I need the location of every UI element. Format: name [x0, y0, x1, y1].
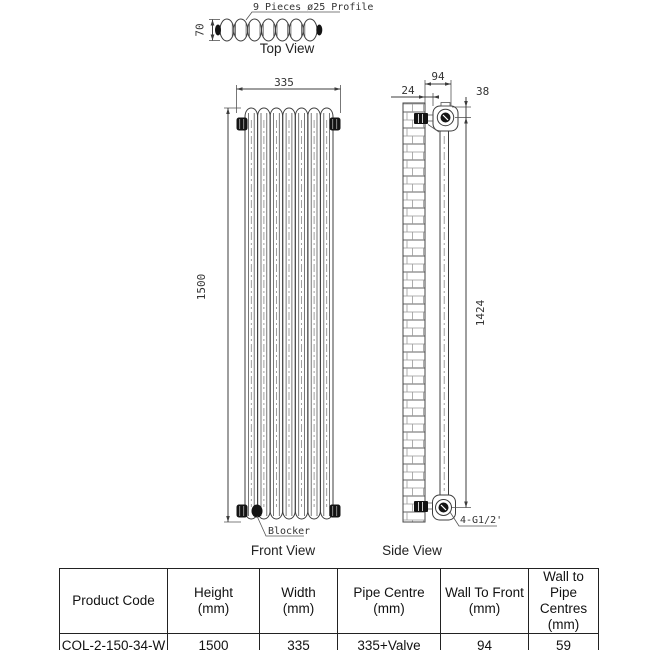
header-wall-to-front: Wall To Front(mm) — [440, 568, 529, 634]
front-cap-top-right — [329, 117, 341, 131]
front-cap-top-left — [236, 117, 248, 131]
profile-note: 9 Pieces ø25 Profile — [253, 2, 373, 13]
profile-end-cap-left — [215, 24, 221, 36]
value-pipe-centre: 335+Valve — [337, 633, 441, 650]
table-header-row: Product Code Height(mm) Width(mm) Pipe C… — [59, 568, 599, 634]
drawing-canvas: 70 9 Pieces ø25 Profile Top View 335 150… — [194, 2, 503, 558]
front-view-title: Front View — [251, 543, 316, 558]
blocker-plug — [251, 504, 263, 518]
height-dimension: 1500 — [195, 274, 208, 301]
side-view: 24 94 38 1424 4-G1/2' Side View — [382, 70, 502, 558]
profile-end-cap-right — [316, 24, 323, 36]
tapping-label: 4-G1/2' — [460, 515, 502, 526]
product-spec-table: Product Code Height(mm) Width(mm) Pipe C… — [59, 568, 599, 650]
width-dimension: 335 — [274, 76, 294, 89]
front-cap-bottom-right — [329, 504, 341, 518]
value-product-code: COL-2-150-34-W — [59, 633, 168, 650]
blocker-label: Blocker — [268, 526, 310, 537]
header-width: Width(mm) — [259, 568, 338, 634]
top-view: 70 9 Pieces ø25 Profile Top View — [194, 2, 374, 56]
wall-bracket-top — [413, 112, 429, 125]
top-to-pipe-dimension: 38 — [476, 85, 489, 98]
pipe-centres-dimension: 1424 — [474, 299, 487, 326]
wall-bracket-bottom — [413, 500, 429, 513]
wall-to-front-dimension: 94 — [431, 70, 445, 83]
table-value-row: COL-2-150-34-W 1500 335 335+Valve 94 59 — [59, 633, 599, 650]
header-height: Height(mm) — [167, 568, 260, 634]
wall-gap-dimension: 24 — [401, 84, 415, 97]
depth-dimension: 70 — [194, 23, 207, 36]
header-pipe-centre: Pipe Centre(mm) — [337, 568, 441, 634]
side-view-title: Side View — [382, 543, 442, 558]
wall — [402, 102, 426, 523]
value-wall-to-front: 94 — [440, 633, 529, 650]
front-cap-bottom-left — [236, 504, 248, 518]
front-view: 335 1500 Blocker Front View — [195, 76, 341, 558]
top-view-title: Top View — [260, 41, 315, 56]
value-wall-to-pipe-centres: 59 — [528, 633, 599, 650]
header-product-code: Product Code — [59, 568, 168, 634]
value-height: 1500 — [167, 633, 260, 650]
value-width: 335 — [259, 633, 338, 650]
